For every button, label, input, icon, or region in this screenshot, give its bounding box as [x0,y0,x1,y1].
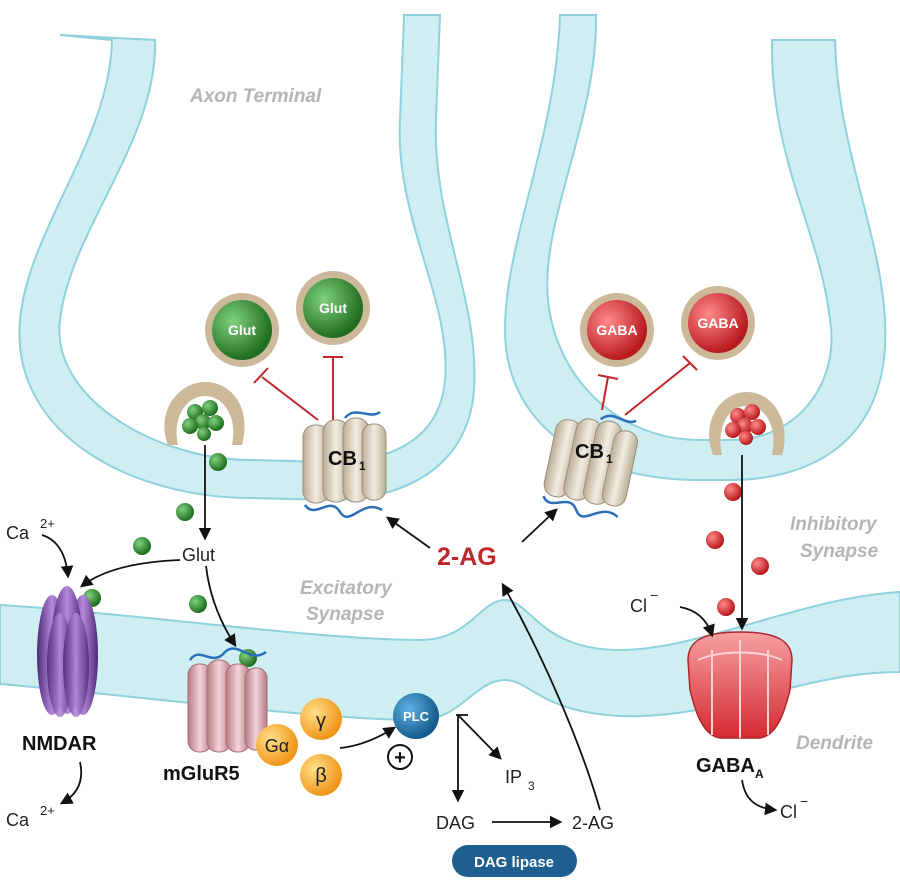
2ag-to-cb1-right-arrow [521,508,558,543]
svg-text:GABA: GABA [596,322,637,338]
excitatory-label-line1: Excitatory [300,578,393,599]
mglur5-label: mGluR5 [163,763,240,785]
cl-bottom-label: Cl [780,802,797,822]
inhibitory-label-line2: Synapse [800,541,879,562]
svg-text:−: − [800,793,808,809]
cb1-right-label: CB [575,441,604,463]
inhibition-lines [253,355,698,421]
glut-to-nmdar-arrow [80,559,181,588]
inhibitory-axon-membrane [503,14,887,481]
nmdar-receptor [37,586,98,717]
dag-lipase-enzyme: DAG lipase [452,845,577,877]
glut-text-label: Glut [182,545,215,565]
glut-vesicle-right: Glut [296,271,370,345]
svg-text:PLC: PLC [403,709,430,724]
g-beta-label: β [315,765,327,787]
svg-text:A: A [755,767,764,781]
svg-text:2+: 2+ [40,516,55,531]
plc-enzyme: PLC [393,693,439,739]
gaba-vesicle-left: GABA [580,293,654,367]
nmdar-label: NMDAR [22,733,97,755]
ca-bottom-label: Ca [6,810,30,830]
cb1-receptor-right [542,414,638,519]
2ag-to-cb1-left-arrow [385,516,431,549]
glut-to-mglur5-arrow [205,565,237,648]
plc-to-ip3-arrow [457,714,502,760]
g-alpha-label: Gα [265,736,289,756]
gaba-release-site [709,392,785,455]
inhibitory-label-line1: Inhibitory [790,514,878,535]
svg-text:Glut: Glut [228,322,256,338]
svg-text:1: 1 [606,452,613,466]
glut-vesicle-left: Glut [205,293,279,367]
two-ag-bottom-label: 2-AG [572,813,614,833]
ca-exit-arrow [59,761,83,805]
svg-text:1: 1 [359,459,366,473]
cb1-receptor-left: CB 1 [302,410,387,519]
membranes [0,14,900,722]
svg-text:3: 3 [528,779,535,793]
g-to-plc-arrow [339,726,397,749]
ca-top-label: Ca [6,523,30,543]
mglur5-receptor [187,647,268,753]
cl-exit-arrow [741,779,778,816]
gaba-a-receptor [687,631,793,739]
cl-influx-arrow [679,606,715,638]
excitatory-label-line2: Synapse [306,604,385,625]
2ag-retrograde-arrow [501,582,601,811]
cl-top-label: Cl [630,596,647,616]
svg-text:−: − [650,587,658,603]
svg-text:GABA: GABA [697,315,738,331]
ip3-label: IP [505,767,522,787]
ca-influx-arrow [41,534,74,579]
gaba-vesicle-right: GABA [681,286,755,360]
g-gamma-label: γ [316,710,326,732]
dendrite-label: Dendrite [796,733,874,754]
two-ag-center-label: 2-AG [437,543,497,571]
gaba-particles [706,483,769,616]
arrows [41,445,778,829]
axon-terminal-label: Axon Terminal [189,86,322,107]
svg-text:DAG lipase: DAG lipase [474,854,554,871]
cb1-left-label: CB [328,448,357,470]
gaba-a-label: GABA [696,755,755,777]
svg-text:+: + [394,747,406,769]
g-protein-complex: γ Gα β [256,698,342,796]
svg-text:Glut: Glut [319,300,347,316]
dag-label: DAG [436,813,475,833]
glut-release-site [164,382,245,445]
excitatory-axon-membrane [18,14,476,502]
activation-plus-icon: + [387,744,413,770]
svg-text:2+: 2+ [40,803,55,818]
